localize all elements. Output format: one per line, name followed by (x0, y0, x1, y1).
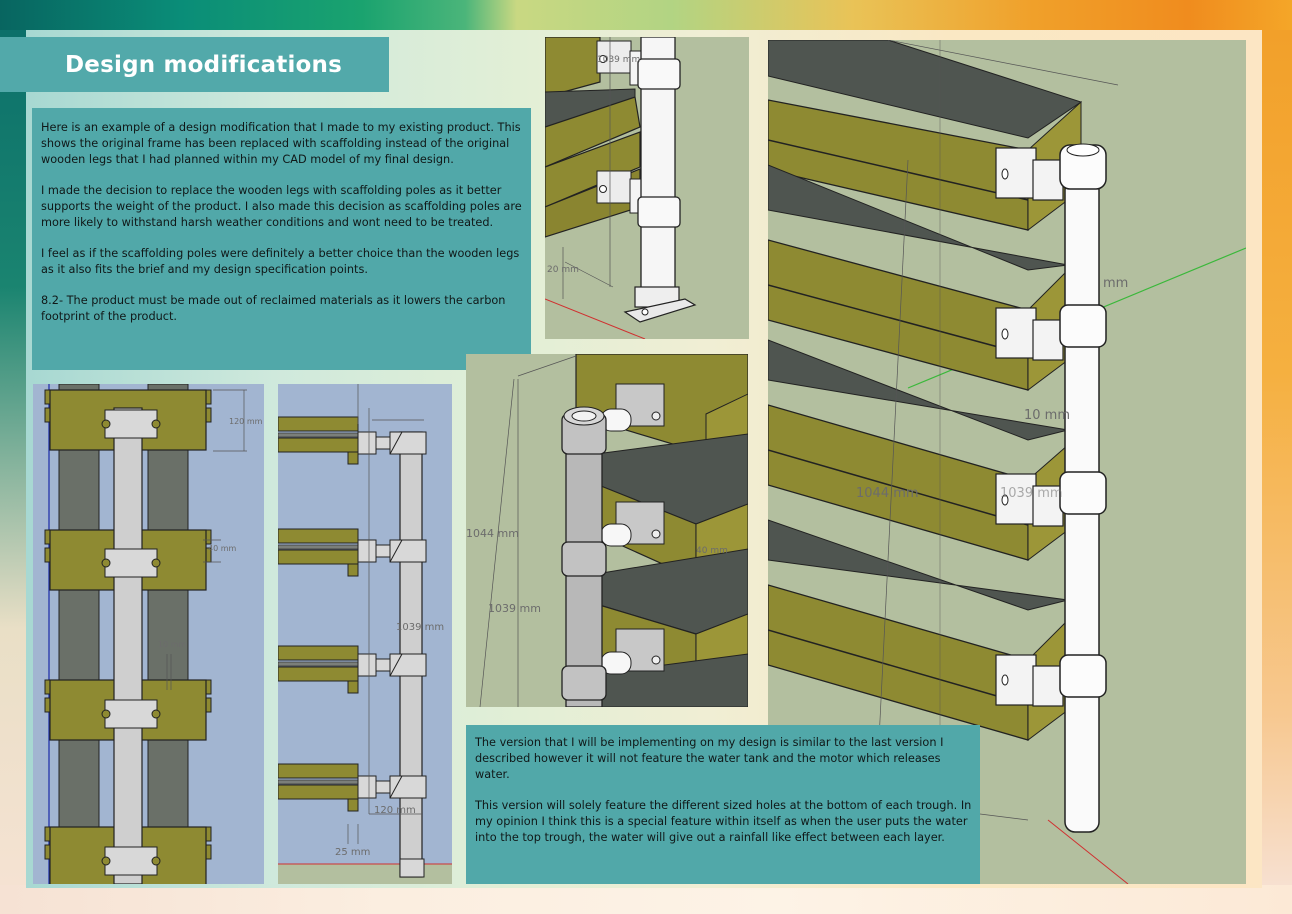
dimension-label: 10 mm (1024, 408, 1071, 423)
isometric-right-drawing (768, 40, 1246, 884)
implementation-paragraph: The version that I will be implementing … (475, 736, 944, 781)
spec-point-paragraph: 8.2- The product must be made out of rec… (41, 294, 506, 323)
dimension-label: 25 mm (335, 847, 371, 858)
dimension-label: 20 mm (547, 265, 579, 275)
intro-paragraph: I feel as if the scaffolding poles were … (41, 247, 520, 276)
intro-paragraph: Here is an example of a design modificat… (41, 121, 521, 166)
dimension-label: 40 mm (208, 544, 237, 553)
implementation-text-box: The version that I will be implementing … (466, 725, 980, 884)
title-banner: Design modifications (0, 37, 389, 92)
dimension-label: mm (1103, 276, 1129, 291)
background-bottom-band (0, 885, 1292, 914)
front-elevation-drawing (44, 384, 247, 884)
side-elevation-drawing (278, 384, 452, 884)
trough-side (278, 528, 427, 577)
cad-view-pole-base: 1039 mm 20 mm (545, 37, 749, 339)
dimension-label: 120 mm (374, 805, 416, 816)
cad-view-side-elevation: 1039 mm 120 mm 25 mm (278, 384, 452, 884)
trough-side (278, 645, 427, 694)
cad-view-isometric-left: 1044 mm 1039 mm 40 mm (466, 354, 748, 707)
dimension-label: 40 mm (696, 546, 728, 556)
trough-side (278, 763, 427, 812)
intro-text-box: Here is an example of a design modificat… (32, 108, 531, 370)
isometric-left-drawing (479, 354, 748, 707)
dimension-label: 1044 mm (856, 486, 919, 501)
dimension-label: 1039 mm (396, 622, 445, 633)
background-right-band (1262, 30, 1292, 885)
cad-view-front-elevation: 120 mm 40 mm 10 mm (33, 384, 264, 884)
implementation-paragraph: This version will solely feature the dif… (475, 799, 972, 844)
intro-paragraph: I made the decision to replace the woode… (41, 184, 522, 229)
pole-base-drawing (545, 37, 697, 339)
trough-side (278, 416, 427, 465)
dimension-label: 120 mm (229, 417, 263, 426)
dimension-label: 1039 mm (597, 55, 641, 65)
background-left-band (0, 30, 26, 885)
dimension-label: 1039 mm (1000, 486, 1063, 501)
dimension-label: 1039 mm (488, 602, 541, 615)
page-title: Design modifications (65, 51, 343, 78)
dimension-label: 1044 mm (466, 527, 519, 540)
background-top-band (0, 0, 1292, 30)
dimension-label: 10 mm (158, 640, 187, 649)
